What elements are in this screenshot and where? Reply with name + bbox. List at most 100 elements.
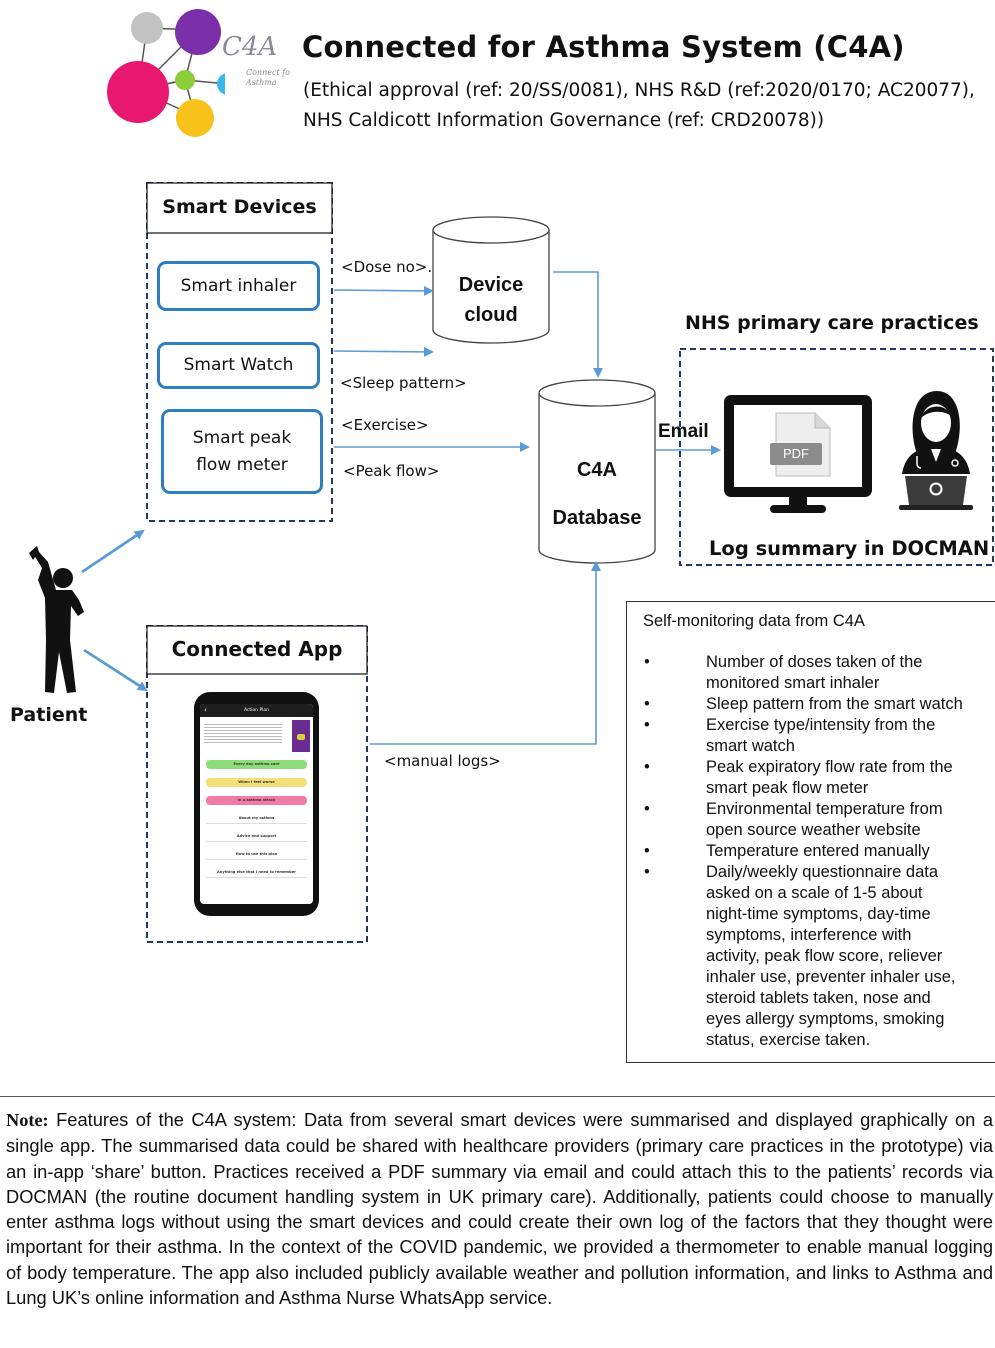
monitoring-item-line: inhaler use, preventer inhaler use, (706, 968, 956, 986)
figure-note: Note: Features of the C4A system: Data f… (6, 1107, 993, 1310)
bullet-icon: • (644, 695, 650, 713)
monitoring-item-line: smart watch (706, 737, 795, 755)
app-banner-image (292, 720, 310, 752)
database-line-1: C4A (576, 459, 617, 481)
dose-flow-label: <Dose no>. (341, 258, 433, 276)
self-monitoring-panel: Self-monitoring data from C4A • Number of… (626, 601, 995, 1063)
smart-watch-box: Smart Watch (157, 342, 320, 389)
menu-everyday-care[interactable]: Every day asthma care (206, 760, 307, 769)
menu-asthma-attack[interactable]: In a asthma attack (206, 796, 307, 805)
monitoring-item-line: steroid tablets taken, nose and (706, 989, 931, 1007)
monitoring-item-line: Sleep pattern from the smart watch (706, 695, 963, 713)
monitoring-item: • Temperature entered manually (627, 841, 995, 862)
patient-icon (29, 546, 84, 693)
monitoring-item-line: eyes allergy symptoms, smoking (706, 1010, 945, 1028)
bullet-icon: • (644, 800, 650, 818)
monitoring-item-line: Environmental temperature from (706, 800, 943, 818)
monitoring-item-line: Daily/weekly questionnaire data (706, 863, 939, 881)
smart-watch-label: Smart Watch (183, 355, 294, 375)
system-diagram (29, 182, 994, 943)
device-cloud-line-2: cloud (464, 304, 518, 326)
smart-inhaler-label: Smart inhaler (180, 275, 297, 296)
bullet-icon: • (644, 653, 650, 671)
menu-anything-else[interactable]: Anything else that I need to remember (206, 868, 307, 878)
monitoring-item-line: night-time symptoms, day-time (706, 905, 931, 923)
note-divider (0, 1096, 995, 1097)
c4a-database-cylinder (538, 379, 656, 564)
nhs-title: NHS primary care practices (685, 312, 979, 334)
menu-how-to-use[interactable]: How to use this plan (206, 850, 307, 860)
monitoring-item-line: status, exercise taken. (706, 1031, 871, 1049)
logo-gray-dot (131, 12, 163, 44)
database-line-2: Database (552, 507, 642, 529)
logo-pink-dot (107, 61, 169, 123)
phone-mockup: ‹ Action Plan Every day asthma care When… (194, 692, 319, 916)
device-cloud-line-1: Device (458, 274, 524, 296)
advice-support-label: Advice and support (236, 834, 277, 838)
pdf-badge (770, 443, 822, 465)
menu-feel-worse-label: When I feel worse (238, 780, 275, 784)
bullet-icon: • (644, 758, 650, 776)
self-monitoring-list: • Number of doses taken of the monitored s… (627, 652, 995, 1051)
smart-devices-title-box (146, 182, 333, 234)
manual-logs-arrow (370, 561, 601, 745)
smart-peak-label-1: Smart peak (192, 427, 292, 448)
device-cloud-cylinder (432, 216, 550, 344)
menu-advice-support[interactable]: Advice and support (206, 832, 307, 842)
app-screen-title: Action Plan (243, 708, 270, 713)
monitoring-item-line: Peak expiratory flow rate from the (706, 758, 953, 776)
monitoring-item-line: asked on a scale of 1-5 about (706, 884, 923, 902)
page-title: Connected for Asthma System (C4A) (302, 30, 905, 64)
bullet-icon: • (644, 842, 650, 860)
device-cloud-label: Device cloud (433, 270, 549, 330)
monitoring-item-line: symptoms, interference with (706, 926, 912, 944)
logo-cyan-dot (217, 73, 225, 95)
doctor-icon (899, 391, 973, 510)
smart-peak-flow-box: Smart peak flow meter (161, 409, 323, 494)
exercise-flow-label: <Exercise> (341, 416, 429, 434)
connected-app-title: Connected App (171, 637, 343, 661)
smart-devices-title: Smart Devices (162, 196, 317, 218)
monitoring-item: • Daily/weekly questionnaire data asked on… (627, 862, 995, 1051)
app-header-bar: ‹ Action Plan (200, 704, 313, 717)
patient-to-devices-arrow (81, 529, 145, 574)
menu-attack-label: In a asthma attack (237, 798, 276, 802)
smart-inhaler-box: Smart inhaler (157, 261, 320, 311)
monitoring-item-line: activity, peak flow score, reliever (706, 947, 943, 965)
peak-flow-label: <Peak flow> (343, 462, 440, 480)
monitoring-item: • Number of doses taken of the monitored s… (627, 652, 995, 694)
sleep-arrow (333, 346, 434, 357)
menu-feel-worse[interactable]: When I feel worse (206, 778, 307, 787)
approval-details: (Ethical approval (ref: 20/SS/0081), NHS… (303, 76, 975, 136)
pdf-label: PDF (783, 446, 809, 461)
monitor-icon (724, 395, 872, 513)
patient-to-app-arrow (83, 648, 148, 692)
back-icon[interactable]: ‹ (204, 706, 207, 714)
self-monitoring-title: Self-monitoring data from C4A (643, 612, 865, 630)
note-lead: Note: (6, 1110, 49, 1130)
monitoring-item-line: smart peak flow meter (706, 779, 869, 797)
monitoring-item-line: Temperature entered manually (706, 842, 930, 860)
manual-logs-label: <manual logs> (384, 752, 501, 770)
monitoring-item: • Sleep pattern from the smart watch (627, 694, 995, 715)
logo-tagline: Connect fo Asthma (246, 68, 290, 87)
log-summary-label: Log summary in DOCMAN (709, 537, 990, 560)
monitoring-item-line: monitored smart inhaler (706, 674, 880, 692)
phone-screen: ‹ Action Plan Every day asthma care When… (200, 704, 313, 904)
anything-else-label: Anything else that I need to remember (217, 870, 296, 874)
about-asthma-label: About my asthma (238, 816, 275, 820)
c4a-logo (107, 9, 225, 137)
c4a-database-label: C4A Database (539, 446, 655, 542)
menu-everyday-label: Every day asthma care (233, 762, 280, 766)
approval-line-2: NHS Caldicott Information Governance (re… (303, 110, 825, 131)
menu-about-asthma[interactable]: About my asthma (206, 814, 307, 824)
bullet-icon: • (644, 716, 650, 734)
email-label: Email (658, 421, 709, 442)
bullet-icon: • (644, 863, 650, 881)
cloud-to-db-arrow (553, 271, 603, 378)
logo-purple-dot (175, 9, 221, 55)
monitoring-item-line: Number of doses taken of the (706, 653, 923, 671)
smart-peak-label-2: flow meter (196, 454, 288, 475)
